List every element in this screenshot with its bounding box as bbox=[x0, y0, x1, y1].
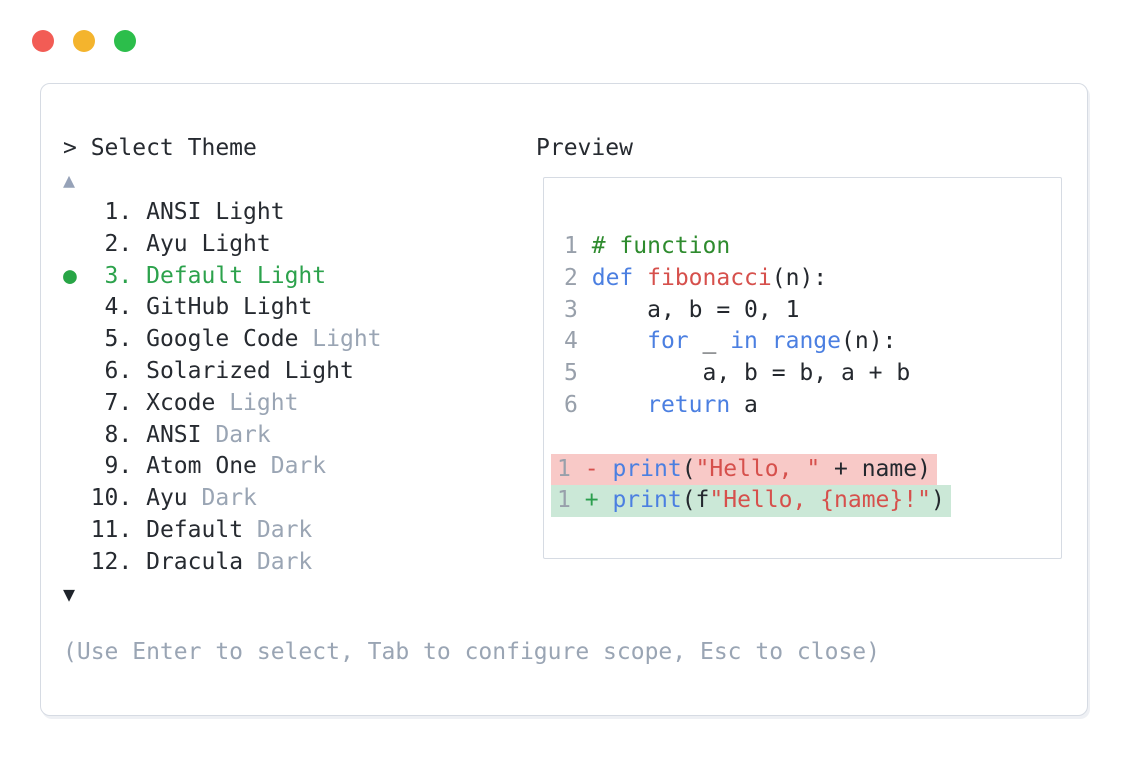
indicator-spacer bbox=[63, 294, 77, 320]
theme-item[interactable]: 2. Ayu Light bbox=[63, 229, 382, 261]
theme-item-number: 11. bbox=[76, 516, 147, 543]
theme-item-name: ANSI bbox=[146, 421, 202, 448]
code-line: 3 a, b = 0, 1 bbox=[564, 296, 800, 323]
theme-list: 1. ANSI Light 2. Ayu Light● 3. Default L… bbox=[63, 197, 382, 579]
theme-item[interactable]: 4. GitHub Light bbox=[63, 292, 382, 324]
theme-item[interactable]: 12. Dracula Dark bbox=[63, 547, 382, 579]
theme-item-variant: Light bbox=[201, 199, 285, 225]
theme-item[interactable]: 6. Solarized Light bbox=[63, 356, 382, 388]
code-line: 2 def fibonacci(n): bbox=[564, 264, 828, 291]
window-controls bbox=[32, 30, 136, 52]
theme-item-number: 8. bbox=[76, 421, 147, 448]
selected-dot-icon: ● bbox=[63, 262, 77, 289]
theme-item-number: 7. bbox=[76, 389, 147, 416]
theme-item-name: Dracula bbox=[146, 548, 244, 575]
indicator-spacer bbox=[63, 485, 77, 511]
theme-item-variant: Light bbox=[270, 357, 354, 384]
theme-item-name: GitHub bbox=[146, 294, 230, 321]
theme-item-name: Solarized bbox=[146, 357, 271, 384]
theme-item-variant: Dark bbox=[187, 485, 257, 512]
theme-item-number: 5. bbox=[76, 326, 147, 353]
diff-block: 1 - print("Hello, " + name)1 + print(f"H… bbox=[551, 453, 1061, 518]
theme-item-variant: Light bbox=[298, 326, 382, 353]
theme-item-variant: Light bbox=[243, 262, 327, 289]
theme-item-number: 4. bbox=[76, 294, 147, 321]
theme-item-number: 1. bbox=[76, 199, 147, 225]
theme-item-name: Ayu bbox=[146, 230, 188, 257]
diff-line-added: 1 + print(f"Hello, {name}!") bbox=[551, 485, 1061, 518]
indicator-spacer bbox=[63, 390, 77, 416]
zoom-window-button[interactable] bbox=[114, 30, 136, 52]
indicator-spacer bbox=[63, 453, 77, 479]
theme-item[interactable]: ● 3. Default Light bbox=[63, 261, 382, 293]
theme-item-number: 6. bbox=[76, 357, 147, 384]
select-theme-prompt: > Select Theme bbox=[63, 135, 257, 161]
theme-item-name: Atom One bbox=[146, 453, 257, 480]
theme-item-name: Google Code bbox=[146, 326, 299, 353]
theme-item[interactable]: 9. Atom One Dark bbox=[63, 451, 382, 483]
theme-item-name: Default bbox=[146, 262, 244, 289]
diff-line-removed: 1 - print("Hello, " + name) bbox=[551, 453, 1061, 486]
theme-item-name: Xcode bbox=[146, 389, 216, 416]
theme-item-variant: Light bbox=[215, 389, 299, 416]
theme-item-variant: Dark bbox=[243, 548, 313, 575]
theme-item-name: ANSI bbox=[146, 199, 202, 225]
close-window-button[interactable] bbox=[32, 30, 54, 52]
theme-item-name: Default bbox=[146, 516, 244, 543]
indicator-spacer bbox=[63, 517, 77, 543]
theme-item-number: 3. bbox=[76, 262, 147, 289]
theme-item-variant: Dark bbox=[201, 421, 271, 448]
indicator-spacer bbox=[63, 199, 77, 225]
minimize-window-button[interactable] bbox=[73, 30, 95, 52]
code-line: 4 for _ in range(n): bbox=[564, 328, 897, 355]
preview-label: Preview bbox=[536, 135, 633, 161]
code-line: 6 return a bbox=[564, 391, 758, 418]
theme-item[interactable]: 8. ANSI Dark bbox=[63, 420, 382, 452]
preview-pane: 1 # function 2 def fibonacci(n): 3 a, b = … bbox=[543, 177, 1062, 559]
theme-picker-dialog: > Select Theme ▲ 1. ANSI Light 2. Ayu Li… bbox=[40, 83, 1088, 716]
theme-item[interactable]: 7. Xcode Light bbox=[63, 388, 382, 420]
theme-item-name: Ayu bbox=[146, 485, 188, 512]
theme-item-variant: Light bbox=[229, 294, 313, 321]
indicator-spacer bbox=[63, 326, 77, 352]
theme-item-number: 2. bbox=[76, 230, 147, 257]
theme-item[interactable]: 10. Ayu Dark bbox=[63, 483, 382, 515]
indicator-spacer bbox=[63, 422, 77, 448]
theme-item-variant: Light bbox=[187, 230, 271, 257]
theme-item-number: 9. bbox=[76, 453, 147, 480]
theme-item[interactable]: 11. Default Dark bbox=[63, 515, 382, 547]
indicator-spacer bbox=[63, 549, 77, 575]
code-line: 1 # function bbox=[564, 233, 731, 259]
theme-item[interactable]: 5. Google Code Light bbox=[63, 324, 382, 356]
theme-item[interactable]: 1. ANSI Light bbox=[63, 197, 382, 229]
theme-item-variant: Dark bbox=[243, 516, 313, 543]
theme-item-number: 10. bbox=[76, 485, 147, 512]
code-line: 5 a, b = b, a + b bbox=[564, 360, 911, 387]
theme-item-variant: Dark bbox=[256, 453, 327, 480]
theme-item-number: 12. bbox=[76, 548, 147, 575]
help-text: (Use Enter to select, Tab to configure s… bbox=[63, 639, 880, 665]
indicator-spacer bbox=[63, 358, 77, 384]
scroll-down-indicator: ▼ bbox=[63, 582, 76, 606]
scroll-up-indicator: ▲ bbox=[63, 168, 76, 192]
code-block: 1 # function 2 def fibonacci(n): 3 a, b = … bbox=[564, 231, 1061, 422]
indicator-spacer bbox=[63, 231, 77, 257]
